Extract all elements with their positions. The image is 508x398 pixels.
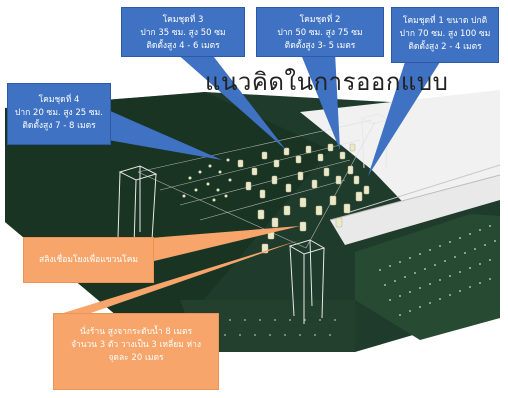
set3-height: ติดตั้งสูง 4 - 6 เมตร [146, 41, 220, 51]
scaffold-height: นั่งร้าน สูงจากระดับน้ำ 8 เมตร [79, 327, 193, 337]
field-dots [379, 225, 496, 316]
callout-set2: โคมชุดที่ 2 ปาก 50 ซม. สูง 75 ซม ติดตั้ง… [256, 7, 384, 57]
scaffold-spacing: จุดละ 20 เมตร [108, 353, 164, 363]
set2-name: โคมชุดที่ 2 [299, 15, 341, 25]
callout-scaffold: นั่งร้าน สูงจากระดับน้ำ 8 เมตร จำนวน 3 ต… [53, 313, 219, 390]
set3-pointer [175, 52, 286, 150]
set1-size: ปาก 70 ซม. สูง 100 ซม [399, 29, 491, 39]
set1-name: โคมชุดที่ 1 ขนาด ปกติ [402, 16, 488, 26]
sling-lines [137, 119, 376, 249]
set4-pointer [108, 110, 222, 160]
water-surface-shade [5, 92, 330, 352]
callout-set3: โคมชุดที่ 3 ปาก 35 ซม. สูง 50 ซม ติดตั้ง… [121, 7, 245, 57]
small-lanterns [182, 158, 232, 202]
callout-set4: โคมชุดที่ 4 ปาก 20 ซม. สูง 25 ซม. ติดตั้… [7, 83, 111, 145]
set1-height: ติดตั้งสูง 2 - 4 เมตร [408, 42, 482, 52]
set3-size: ปาก 35 ซม. สูง 50 ซม [140, 28, 226, 38]
terrace [300, 90, 500, 220]
callout-sling: สลิงเชื่อมโยงเพื่อแขวนโคม [23, 237, 154, 283]
sling-label: สลิงเชื่อมโยงเพื่อแขวนโคม [39, 255, 138, 265]
page-title: แนวคิดในการออกแบบ [205, 68, 449, 96]
set2-pointer [300, 52, 340, 150]
sling-pointer [150, 226, 300, 262]
lotus-field [355, 214, 500, 340]
set4-name: โคมชุดที่ 4 [38, 95, 80, 105]
lanterns [237, 143, 370, 254]
set4-size: ปาก 20 ซม. สูง 25 ซม. [15, 108, 103, 118]
callout-set1: โคมชุดที่ 1 ขนาด ปกติ ปาก 70 ซม. สูง 100… [391, 7, 499, 63]
walkway [330, 175, 500, 245]
scaffold-wireframes [117, 113, 390, 324]
set4-height: ติดตั้งสูง 7 - 8 เมตร [22, 121, 96, 131]
scaffold-pointer [60, 240, 300, 314]
set3-name: โคมชุดที่ 3 [162, 15, 204, 25]
set2-height: ติดตั้งสูง 3- 5 เมตร [284, 41, 356, 51]
lotus-field-bottom [180, 300, 355, 352]
set2-size: ปาก 50 ซม. สูง 75 ซม [277, 28, 363, 38]
set1-pointer [368, 62, 440, 176]
scaffold-count: จำนวน 3 ตัว วางเป็น 3 เหลี่ยม ห่าง [70, 340, 202, 350]
